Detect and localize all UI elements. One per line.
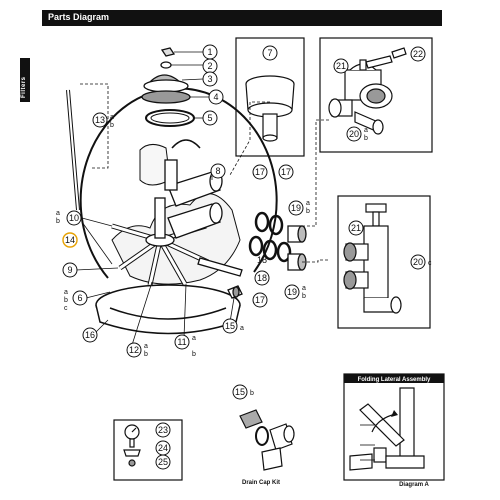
- header-bar: Parts Diagram: [42, 10, 442, 26]
- callout-4: 4: [213, 92, 218, 102]
- suffix-11-a: a: [192, 335, 196, 342]
- suffix-20a-b: b: [364, 135, 368, 142]
- dashed-leaders: [80, 83, 330, 263]
- callout-22: 22: [413, 49, 423, 59]
- tank-oring: [145, 109, 195, 127]
- union-parts: [248, 211, 307, 271]
- callout-24: 24: [158, 443, 168, 453]
- callout-23: 23: [158, 425, 168, 435]
- callout-20a: 20: [349, 129, 359, 139]
- diagram-a-label: Diagram A: [399, 482, 429, 488]
- callout-18a: 18: [257, 273, 267, 283]
- callout-21b: 21: [351, 223, 361, 233]
- suffix-20a-a: a: [364, 127, 368, 134]
- folding-lateral-title: Folding Lateral Assembly: [358, 377, 431, 383]
- callout-10: 10: [69, 213, 79, 223]
- suffix-20b-c: c: [428, 260, 432, 267]
- callout-3: 3: [207, 74, 212, 84]
- callout-15a: 15: [225, 321, 235, 331]
- callout-16: 16: [85, 330, 95, 340]
- sidebar-tab: Filters: [20, 58, 30, 102]
- suffix-19a-b: b: [306, 208, 310, 215]
- callout-suffixes: a b a b a b c a b a b a b a b a b a b c: [56, 114, 432, 397]
- valve-inset-middle: [337, 195, 431, 329]
- callout-18b: 18: [257, 255, 267, 265]
- callout-11: 11: [177, 337, 186, 347]
- callout-9: 9: [67, 265, 72, 275]
- drain-rod: [197, 257, 243, 277]
- suffix-13-a: a: [110, 114, 114, 121]
- suffix-12-b: b: [144, 351, 148, 358]
- callout-19a: 19: [291, 203, 301, 213]
- page-title: Parts Diagram: [48, 12, 110, 22]
- tank-pipes: [164, 159, 223, 239]
- callout-20b: 20: [413, 257, 423, 267]
- suffix-15a-a: a: [240, 325, 244, 332]
- callout-1: 1: [207, 47, 212, 57]
- suffix-11-b: b: [192, 351, 196, 358]
- callout-5: 5: [207, 113, 212, 123]
- callout-15b: 15: [235, 387, 245, 397]
- callout-13: 13: [95, 115, 105, 125]
- callout-25: 25: [158, 457, 168, 467]
- gauge-inset: [113, 419, 183, 481]
- suffix-19b-a: a: [302, 285, 306, 292]
- lid-parts: [141, 47, 191, 104]
- callout-2: 2: [207, 61, 212, 71]
- drain-cap-kit-label: Drain Cap Kit: [242, 480, 280, 486]
- strainer-basket-inset: [235, 37, 305, 157]
- valve-inset-top: [319, 37, 433, 153]
- suffix-6-a: a: [64, 289, 68, 296]
- callout-17a: 17: [255, 167, 265, 177]
- suffix-13-b: b: [110, 122, 114, 129]
- callout-numbers: 1 2 3 4 5 6 7 8 9 10 11 12 13 14 15 15 1…: [65, 47, 423, 467]
- callout-8: 8: [215, 166, 220, 176]
- callout-circles: [62, 44, 426, 470]
- folding-lateral-inset: [343, 373, 445, 481]
- callout-19b: 19: [287, 287, 297, 297]
- leader-lines: [75, 51, 375, 461]
- suffix-15b-b: b: [250, 390, 254, 397]
- drain-cap-small: [227, 285, 243, 299]
- suffix-12-a: a: [144, 343, 148, 350]
- callout-12: 12: [129, 345, 139, 355]
- callout-21a: 21: [336, 61, 346, 71]
- tank-base: [95, 284, 241, 335]
- suffix-19a-a: a: [306, 200, 310, 207]
- callout-17c: 17: [255, 295, 265, 305]
- standpipe: [66, 89, 80, 211]
- suffix-19b-b: b: [302, 293, 306, 300]
- suffix-6-b: b: [64, 297, 68, 304]
- drain-cap-kit: [239, 409, 295, 471]
- suffix-10-b: b: [56, 218, 60, 225]
- callout-14: 14: [65, 235, 75, 245]
- callout-17b: 17: [281, 167, 291, 177]
- suffix-6-c: c: [64, 305, 68, 312]
- suffix-10-a: a: [56, 210, 60, 217]
- callout-6: 6: [77, 293, 82, 303]
- callout-14-ring: [62, 232, 78, 248]
- callout-7: 7: [267, 48, 272, 58]
